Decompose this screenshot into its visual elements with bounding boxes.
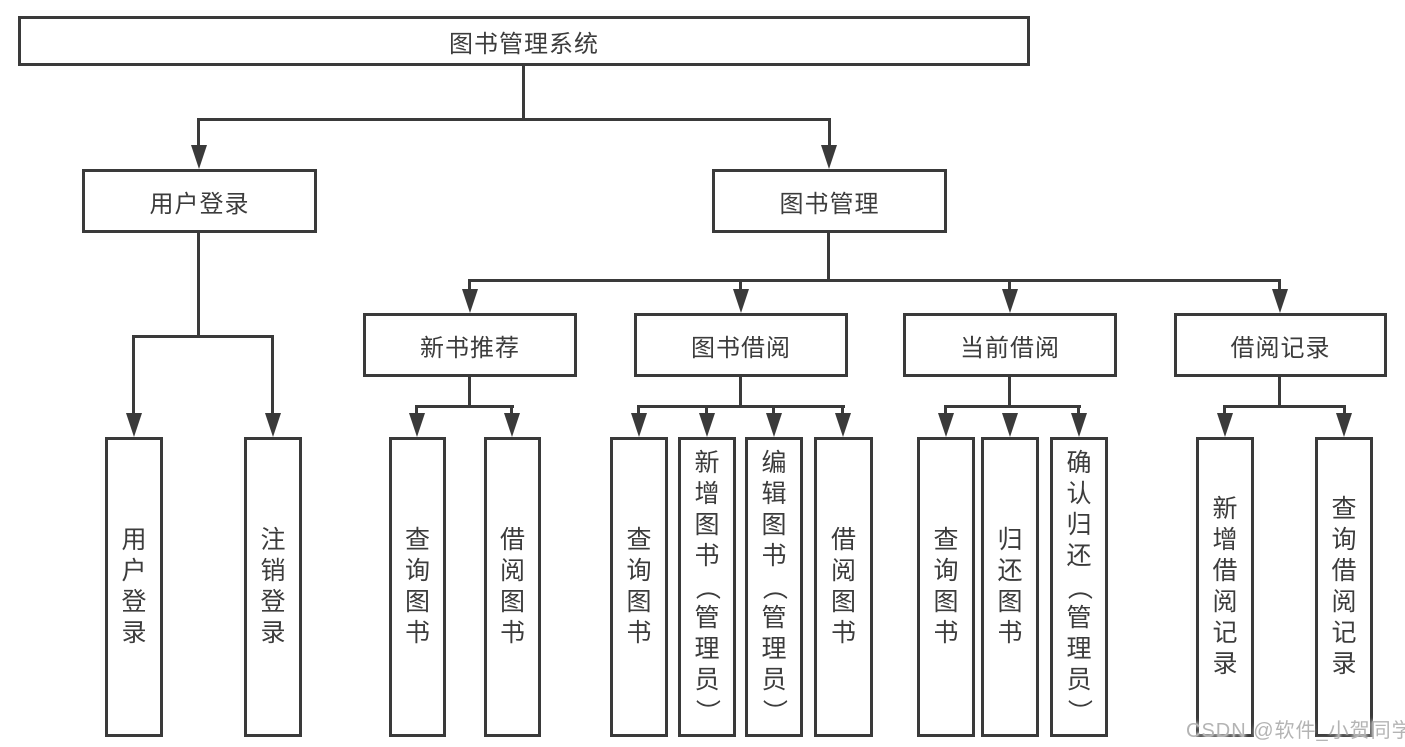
arrowhead-down-icon [699,413,715,437]
leaf-logout: 注销登录 [244,437,302,737]
arrowhead-down-icon [835,413,851,437]
arrowhead-down-icon [1002,289,1018,313]
connector-drop [944,405,947,416]
connector-book-management-stem [827,232,830,282]
leaf-query-borrow-record: 查询借阅记录 [1315,437,1373,737]
connector-drop-book-management [828,118,831,147]
node-current-borrowing: 当前借阅 [903,313,1117,377]
connector-new-book-horizontal [415,405,514,408]
leaf-borrow-books: 借阅图书 [484,437,541,737]
connector-book-borrow-horizontal [637,405,845,408]
leaf-query-books: 查询图书 [389,437,446,737]
connector-new-book-stem [468,377,471,408]
connector-borrow-records-horizontal [1223,405,1346,408]
leaf-edit-books-admin: 编辑图书（管理员） [745,437,803,737]
connector-book-borrow-stem [739,377,742,408]
arrowhead-down-icon [766,413,782,437]
leaf-add-borrow-record: 新增借阅记录 [1196,437,1254,737]
arrowhead-down-icon [821,145,837,169]
connector-drop [1223,405,1226,416]
arrowhead-down-icon [938,413,954,437]
connector-borrow-records-stem [1278,377,1281,408]
connector-drop-new-book [468,279,471,293]
connector-drop [637,405,640,416]
connector-level3-horizontal [468,279,1281,282]
leaf-query-books: 查询图书 [610,437,668,737]
connector-current-borrow-stem [1008,377,1011,408]
connector-drop [772,405,775,416]
arrowhead-down-icon [1272,289,1288,313]
node-book-borrowing: 图书借阅 [634,313,848,377]
node-library-management-system: 图书管理系统 [18,16,1030,66]
connector-drop-book-borrow [739,279,742,293]
arrowhead-down-icon [1071,413,1087,437]
connector-drop [510,405,513,416]
connector-user-login-stem [197,233,200,337]
connector-drop-borrow-records [1278,279,1281,293]
node-borrowing-records: 借阅记录 [1174,313,1387,377]
arrowhead-down-icon [409,413,425,437]
leaf-confirm-return-admin: 确认归还（管理员） [1050,437,1108,737]
connector-current-borrow-horizontal [944,405,1081,408]
connector-level1-horizontal [197,118,831,121]
leaf-user-login: 用户登录 [105,437,163,737]
arrowhead-down-icon [265,413,281,437]
arrowhead-down-icon [1336,413,1352,437]
csdn-watermark: CSDN @软件_小贺同学 [1186,720,1405,742]
connector-drop [1077,405,1080,416]
connector-drop [1343,405,1346,416]
connector-drop-leaf-user-login [132,335,135,415]
connector-drop [705,405,708,416]
node-new-book-recommend: 新书推荐 [363,313,577,377]
arrowhead-down-icon [462,289,478,313]
arrowhead-down-icon [504,413,520,437]
arrowhead-down-icon [733,289,749,313]
node-book-management: 图书管理 [712,169,947,233]
connector-drop [415,405,418,416]
leaf-return-books: 归还图书 [981,437,1039,737]
leaf-query-books: 查询图书 [917,437,975,737]
arrowhead-down-icon [126,413,142,437]
arrowhead-down-icon [1217,413,1233,437]
connector-root-stem [522,66,525,120]
node-user-login: 用户登录 [82,169,317,233]
connector-drop-leaf-logout [271,335,274,415]
arrowhead-down-icon [191,145,207,169]
connector-drop [841,405,844,416]
arrowhead-down-icon [631,413,647,437]
connector-drop-user-login [197,118,200,147]
connector-drop-current-borrow [1008,279,1011,293]
leaf-borrow-books: 借阅图书 [814,437,873,737]
connector-user-login-horizontal [132,335,274,338]
leaf-add-books-admin: 新增图书（管理员） [678,437,736,737]
arrowhead-down-icon [1002,413,1018,437]
